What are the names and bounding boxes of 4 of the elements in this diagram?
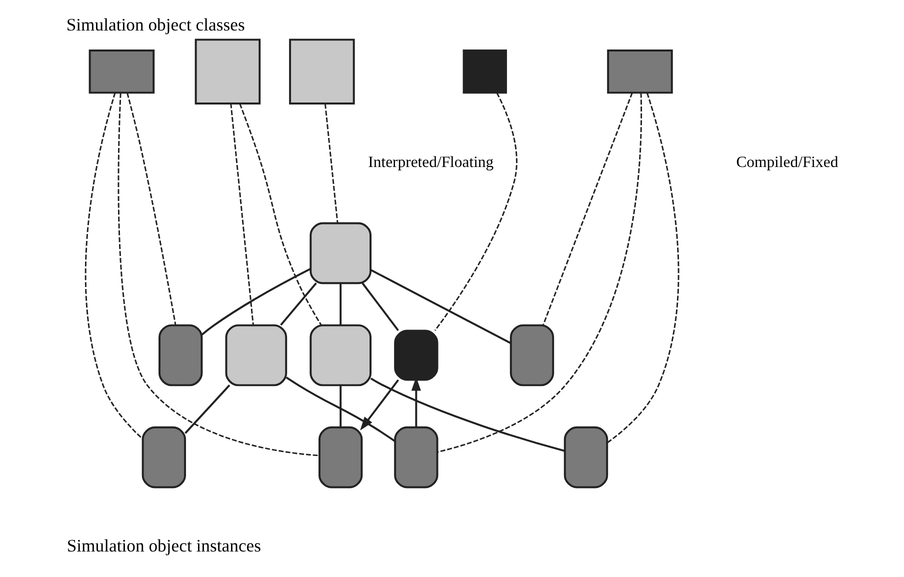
diagram-title: Simulation object classes	[66, 14, 245, 34]
label: Compiled/Fixed	[736, 154, 838, 172]
caption: Simulation object instances	[66, 535, 262, 556]
label: Interpreted/Floating	[368, 154, 494, 172]
